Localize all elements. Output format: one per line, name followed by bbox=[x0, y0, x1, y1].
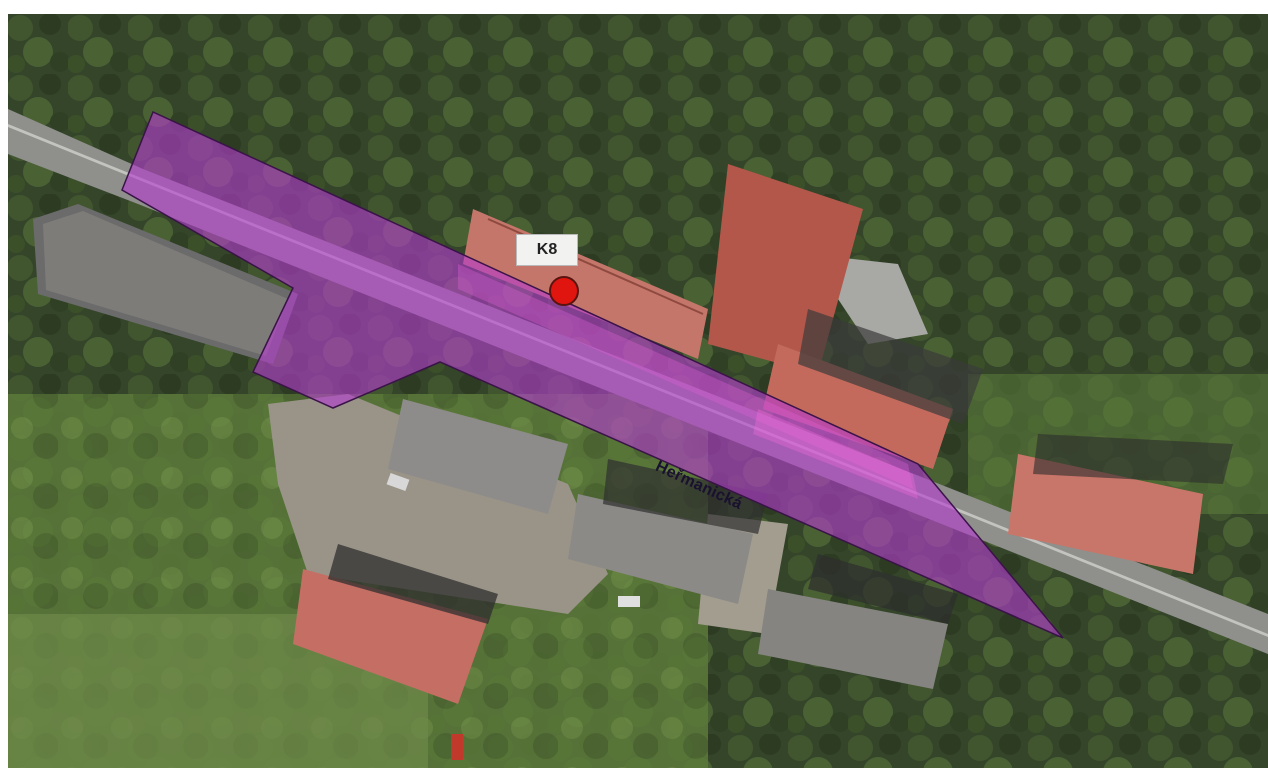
aerial-map[interactable]: K8 Heřmanická bbox=[8, 14, 1268, 768]
marker-label-k8: K8 bbox=[516, 234, 578, 266]
aerial-imagery bbox=[8, 14, 1268, 768]
highlight-zone-polygon bbox=[121, 110, 1064, 639]
location-marker-icon[interactable] bbox=[549, 276, 579, 306]
